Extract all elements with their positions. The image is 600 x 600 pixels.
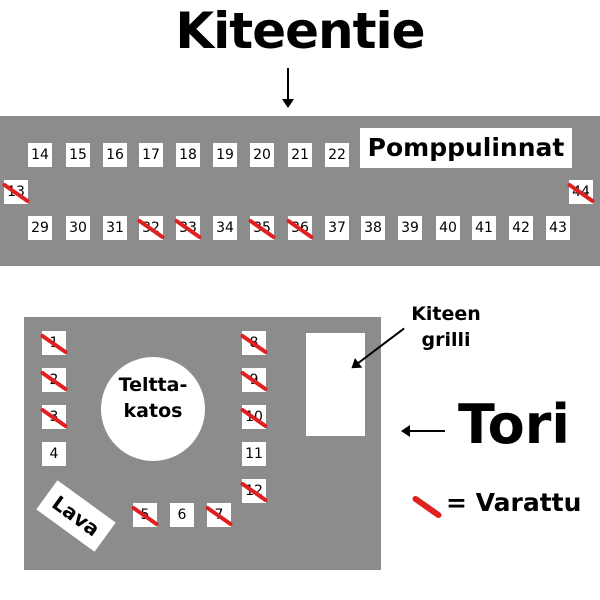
spot-20[interactable]: 20 [250,143,274,167]
spot-15[interactable]: 15 [66,143,90,167]
spot-35[interactable]: 35 [250,216,274,240]
spot-40[interactable]: 40 [436,216,460,240]
spot-13[interactable]: 13 [4,180,28,204]
street-name-kiteentie: Kiteentie [175,2,425,60]
spot-7[interactable]: 7 [207,503,231,527]
spot-4[interactable]: 4 [42,442,66,466]
spot-10[interactable]: 10 [242,405,266,429]
tent-canopy [101,357,205,461]
bouncy-castles-label: Pomppulinnat [360,128,572,168]
spot-44[interactable]: 44 [569,180,593,204]
spot-18[interactable]: 18 [176,143,200,167]
spot-9[interactable]: 9 [242,368,266,392]
spot-32[interactable]: 32 [139,216,163,240]
spot-33[interactable]: 33 [176,216,200,240]
spot-36[interactable]: 36 [288,216,312,240]
tent-canopy-label: Teltta- katos [118,374,188,422]
spot-17[interactable]: 17 [139,143,163,167]
spot-12[interactable]: 12 [242,479,266,503]
spot-41[interactable]: 41 [472,216,496,240]
spot-1[interactable]: 1 [42,331,66,355]
left-arrow-icon [401,425,445,437]
grill-area [306,333,365,436]
spot-14[interactable]: 14 [28,143,52,167]
spot-29[interactable]: 29 [28,216,52,240]
spot-19[interactable]: 19 [213,143,237,167]
spot-21[interactable]: 21 [288,143,312,167]
spot-11[interactable]: 11 [242,442,266,466]
market-name-tori: Tori [458,393,570,456]
down-arrow-icon [282,68,294,108]
spot-31[interactable]: 31 [103,216,127,240]
spot-42[interactable]: 42 [509,216,533,240]
booked-mark-icon [411,494,443,520]
spot-3[interactable]: 3 [42,405,66,429]
spot-8[interactable]: 8 [242,331,266,355]
spot-5[interactable]: 5 [133,503,157,527]
spot-30[interactable]: 30 [66,216,90,240]
spot-6[interactable]: 6 [170,503,194,527]
spot-2[interactable]: 2 [42,368,66,392]
spot-34[interactable]: 34 [213,216,237,240]
spot-43[interactable]: 43 [546,216,570,240]
spot-22[interactable]: 22 [325,143,349,167]
legend-booked-text: = Varattu [446,488,582,517]
spot-38[interactable]: 38 [361,216,385,240]
spot-16[interactable]: 16 [103,143,127,167]
spot-39[interactable]: 39 [398,216,422,240]
spot-37[interactable]: 37 [325,216,349,240]
grill-label: Kiteen grilli [411,303,481,351]
